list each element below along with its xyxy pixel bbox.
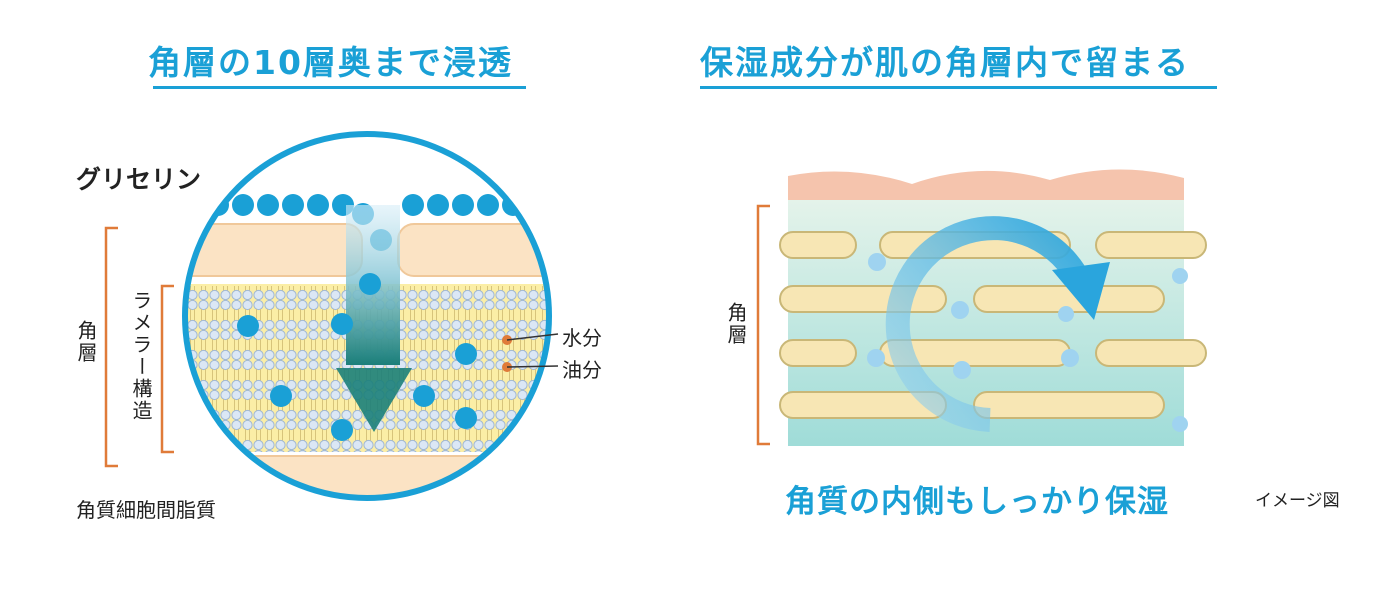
glycerin-label: グリセリン — [76, 165, 202, 194]
corneocyte-cell — [185, 223, 363, 277]
stratum-bracket-right — [756, 204, 770, 446]
water-pointer — [506, 333, 559, 341]
corneocyte-cell — [397, 223, 549, 277]
penetration-arrow-head — [336, 368, 412, 432]
moisture-dots — [867, 253, 1188, 432]
right-title-underline — [700, 86, 1217, 89]
left-title-underline — [153, 86, 526, 89]
skin-surface — [788, 169, 1184, 200]
stratum-label-left: 角層 — [74, 320, 98, 364]
oil-pointer — [506, 365, 559, 368]
lipid-bilayer — [185, 436, 549, 452]
stratum-label-right: 角層 — [724, 302, 748, 346]
intercellular-lipid-label: 角質細胞間脂質 — [76, 498, 216, 522]
circulation-arrow-head — [1052, 262, 1110, 320]
magnified-skin-circle — [185, 134, 549, 498]
lamellar-label: ラメラー構造 — [129, 290, 153, 422]
glycerin-molecules — [237, 273, 477, 441]
circulation-arrow — [885, 216, 1091, 432]
lamellar-bracket — [160, 284, 174, 454]
skin-cross-section — [779, 169, 1207, 446]
image-note: イメージ図 — [1255, 491, 1340, 511]
magnify-circle-border — [182, 131, 552, 501]
left-title: 角層の10層奥まで浸透 — [148, 43, 513, 82]
right-caption: 角質の内側もしっかり保湿 — [785, 484, 1169, 520]
stratum-bracket-left — [104, 226, 118, 468]
oil-label: 油分 — [562, 358, 602, 382]
water-label: 水分 — [562, 326, 602, 350]
right-title: 保湿成分が肌の角層内で留まる — [700, 43, 1190, 82]
